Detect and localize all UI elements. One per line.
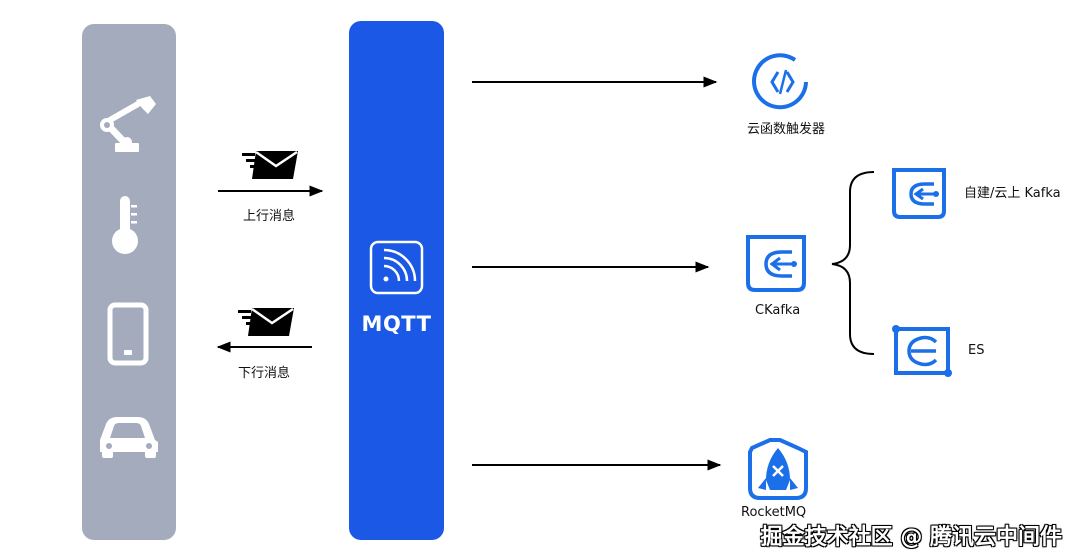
mqtt-panel: [349, 21, 444, 540]
watermark: 掘金技术社区 @ 腾讯云中间件: [760, 525, 1062, 550]
es-label: ES: [968, 343, 985, 358]
kafka-icon: [892, 168, 946, 219]
robot-arm-icon: [100, 96, 156, 152]
car-icon: [100, 417, 158, 458]
mqtt-label: MQTT: [361, 312, 432, 336]
envelope-icon: [242, 150, 298, 179]
ckafka-label: CKafka: [755, 303, 801, 318]
es-icon: [892, 325, 952, 377]
ckafka-icon: [746, 235, 806, 292]
function-trigger-icon: [752, 53, 808, 110]
function-trigger-label: 云函数触发器: [747, 122, 826, 137]
upstream-message-label: 上行消息: [243, 209, 296, 224]
smartphone-icon: [107, 302, 149, 366]
kafka-label: 自建/云上 Kafka: [964, 186, 1061, 201]
mqtt-icon: [369, 240, 424, 295]
branch-brace: [831, 171, 875, 355]
rocketmq-icon: [748, 438, 808, 500]
downstream-message-label: 下行消息: [238, 366, 291, 381]
thermometer-icon: [112, 196, 138, 254]
envelope-icon: [238, 307, 294, 336]
rocketmq-label: RocketMQ: [741, 505, 807, 520]
